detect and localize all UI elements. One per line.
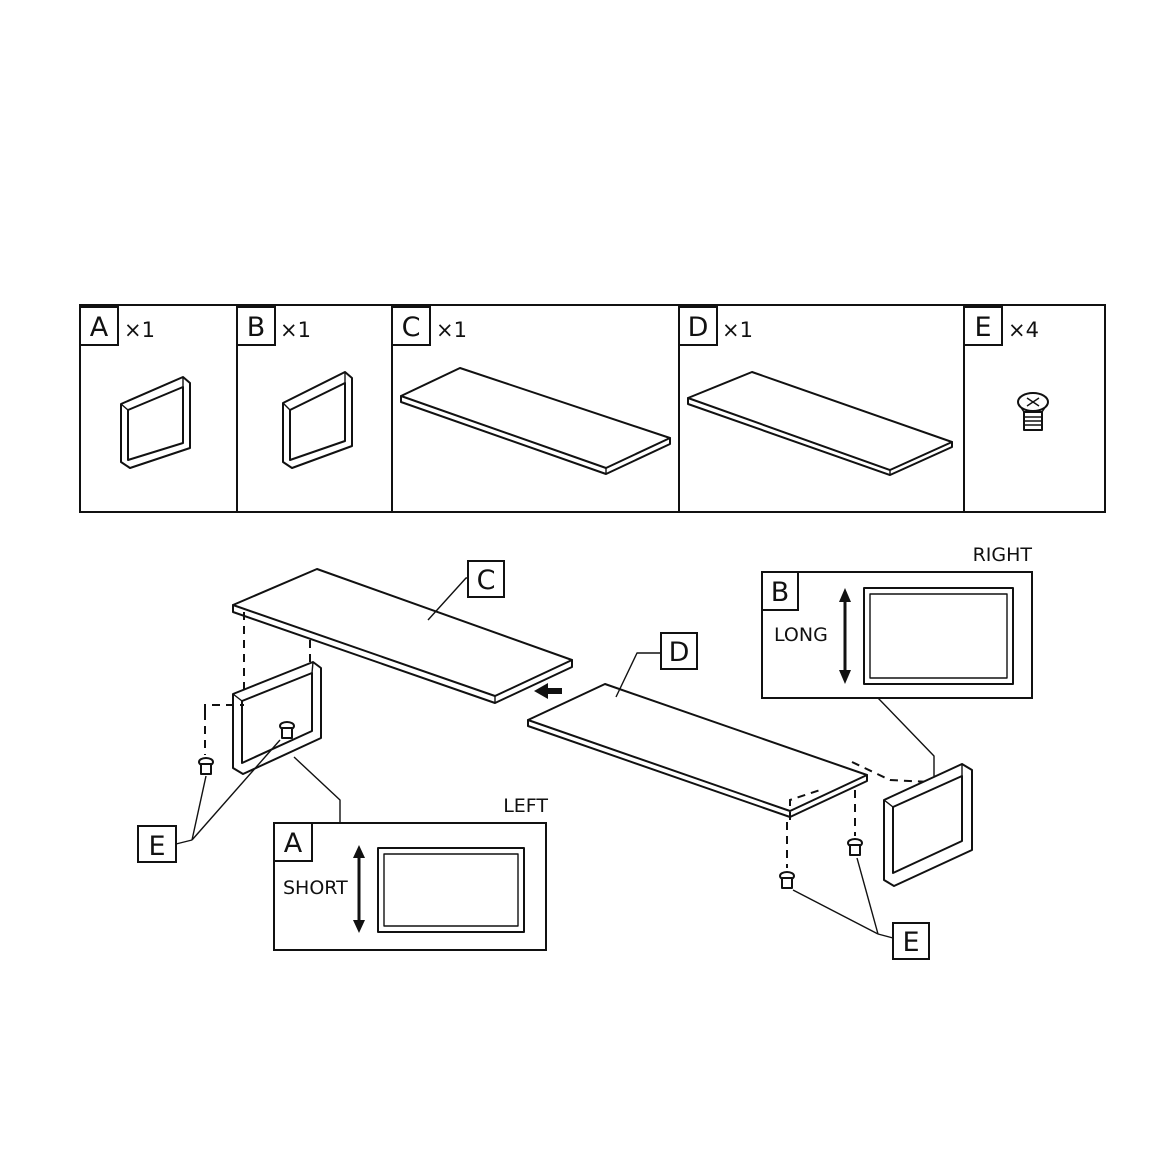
shelf-board-d [527, 683, 868, 818]
inset-letter-badge [273, 822, 313, 862]
callout-letter: E [148, 831, 165, 862]
screw-icon [1017, 392, 1049, 431]
screw-left-2 [279, 721, 295, 739]
part-quantity: ×1 [280, 318, 311, 342]
callout-letter-badge [892, 922, 930, 960]
frame-outline-inner [383, 853, 519, 927]
callout-d: D [615, 632, 698, 698]
callout-letter: E [902, 927, 919, 958]
inset-border [273, 822, 547, 951]
part-cell-c: C ×1 [391, 306, 671, 475]
part-letter-badge [79, 306, 119, 346]
left-inset: LEFT A SHORT [273, 795, 548, 951]
guide-line [789, 789, 821, 820]
frame-a [232, 661, 322, 775]
assembly-illustration: C E [137, 544, 1033, 960]
callout-e-right: E [792, 857, 930, 960]
part-quantity: ×1 [722, 318, 753, 342]
part-letter-badge [391, 306, 431, 346]
frame-outline-inner [869, 593, 1008, 679]
part-quantity: ×4 [1008, 318, 1039, 342]
top-board-c [232, 568, 573, 704]
part-letter: D [688, 312, 709, 343]
part-letter: E [974, 312, 991, 343]
inset-border [761, 571, 1033, 699]
insert-arrow-icon [534, 683, 562, 699]
part-letter-badge [236, 306, 276, 346]
leader-line [293, 756, 341, 823]
callout-e-left: E [137, 739, 281, 863]
leader-line [877, 697, 935, 776]
part-letter: C [402, 312, 421, 343]
parts-table-border [79, 304, 1106, 513]
part-letter-badge [963, 306, 1003, 346]
right-inset: RIGHT B LONG [761, 544, 1033, 699]
frame-outline-short [377, 847, 525, 933]
part-cell-e: E ×4 [963, 306, 1049, 431]
inset-side-label: LEFT [503, 795, 548, 817]
inset-dimension-label: LONG [774, 624, 828, 646]
callout-letter: D [669, 637, 690, 668]
part-letter: A [90, 312, 109, 343]
screw-right-1 [779, 822, 795, 889]
long-frame-icon [282, 371, 353, 469]
guide-line [851, 761, 931, 783]
inset-dimension-label: SHORT [283, 877, 348, 899]
inset-letter: B [771, 577, 790, 608]
screw-left-1 [198, 704, 244, 775]
part-cell-d: D ×1 [678, 306, 953, 476]
inset-letter: A [284, 828, 303, 859]
callout-c: C [427, 560, 505, 621]
frame-outline-long [863, 587, 1014, 685]
part-cell-b: B ×1 [236, 306, 353, 469]
parts-table: A ×1 B ×1 C ×1 [79, 304, 1106, 513]
part-cell-a: A ×1 [79, 306, 191, 469]
part-letter-badge [678, 306, 718, 346]
double-arrow-icon [353, 845, 365, 933]
callout-letter: C [477, 565, 496, 596]
callout-letter-badge [660, 632, 698, 670]
top-board-icon [400, 367, 671, 475]
part-letter: B [247, 312, 266, 343]
screw-right-2 [847, 790, 863, 856]
part-quantity: ×1 [124, 318, 155, 342]
part-quantity: ×1 [436, 318, 467, 342]
callout-letter-badge [467, 560, 505, 598]
inset-side-label: RIGHT [973, 544, 1033, 566]
double-arrow-icon [839, 588, 851, 684]
short-frame-icon [120, 376, 191, 469]
inset-letter-badge [761, 571, 799, 611]
shelf-board-icon [687, 371, 953, 476]
frame-b [883, 763, 973, 887]
